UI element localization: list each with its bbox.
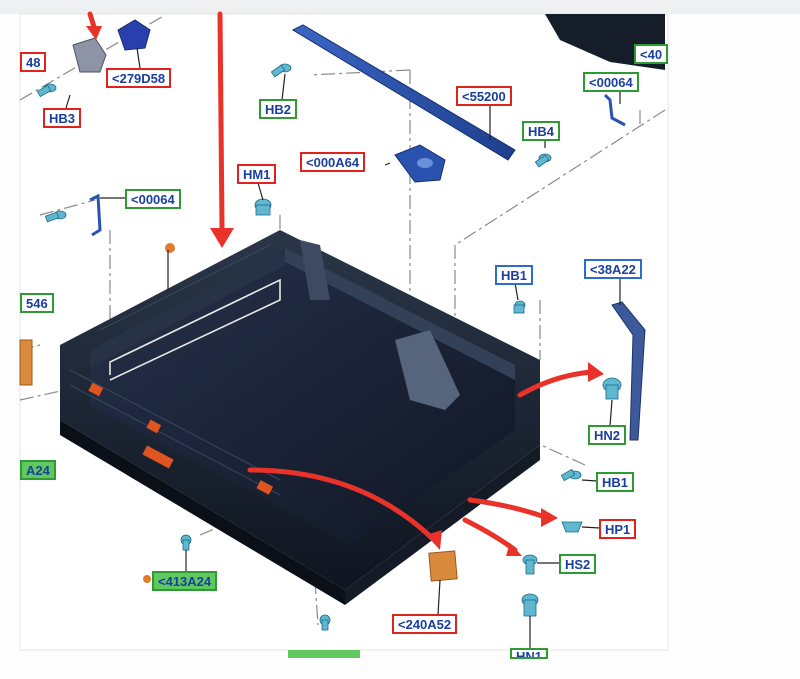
callout-hb3: HB3 (43, 108, 82, 128)
callout-hn1: HN1 (510, 648, 549, 659)
red-arrows (87, 11, 595, 553)
callout-hm1: HM1 (237, 164, 277, 184)
callout-hb4: HB4 (522, 121, 561, 141)
callout-00064-top: <00064 (583, 72, 639, 92)
callout-413a24: <413A24 (152, 571, 218, 591)
callout-hb1-upper: HB1 (495, 265, 534, 285)
callout-hp1: HP1 (599, 519, 637, 539)
callout-lines (65, 47, 621, 650)
callout-38a22: <38A22 (584, 259, 642, 279)
rail-part (291, 24, 516, 161)
j-clips (89, 93, 626, 237)
callout-a24: A24 (20, 460, 56, 480)
truck-bed (60, 230, 540, 605)
top-edge-band (0, 0, 800, 14)
arrow-heads (86, 26, 604, 556)
clip-part (72, 19, 151, 73)
callout-00064-left: <00064 (125, 189, 181, 209)
pad-part (428, 550, 458, 582)
callout-546: 546 (20, 293, 54, 313)
callout-279d58: <279D58 (106, 68, 172, 88)
callout-hs2: HS2 (559, 554, 597, 574)
callout-hb1-lower: HB1 (596, 472, 635, 492)
callout-hn2: HN2 (588, 425, 627, 445)
side-pad-part (19, 339, 33, 386)
callout-55200: <55200 (456, 86, 512, 106)
orange-dot (165, 243, 175, 253)
callout-240a52: <240A52 (392, 614, 458, 634)
fasteners (36, 63, 622, 631)
callout-hb2: HB2 (259, 99, 298, 119)
callout-000a64: <000A64 (300, 152, 366, 172)
bottom-cutoff-label (288, 650, 360, 658)
side-bracket (611, 301, 646, 441)
callout-40: <40 (634, 44, 669, 64)
orange-dot-lower (143, 575, 151, 583)
callout-48: 48 (20, 52, 47, 72)
hinge-bracket (394, 144, 446, 183)
